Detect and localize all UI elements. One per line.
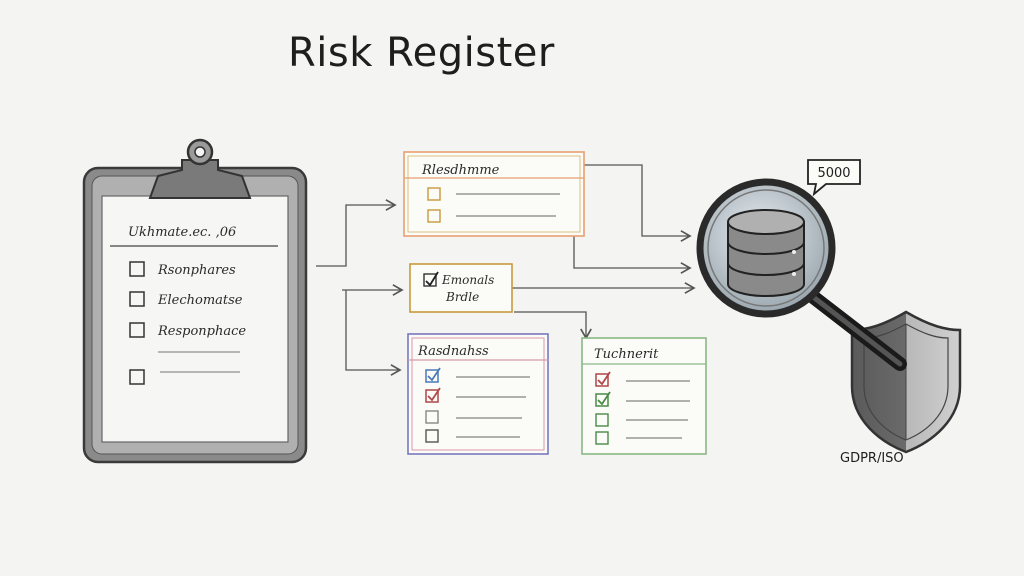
clipboard-clip-icon <box>148 138 252 199</box>
check-icon <box>427 387 441 402</box>
clipboard-item-1: Rsonphares <box>157 263 236 278</box>
check-icon <box>597 371 611 386</box>
card-top: Rlesdhmme <box>403 151 585 237</box>
clipboard-checkbox-3[interactable] <box>129 322 145 338</box>
check-icon <box>597 391 611 406</box>
card-bl-checkbox-4[interactable] <box>425 429 439 443</box>
card-middle: Emonals Brdle <box>409 263 513 313</box>
check-icon <box>427 367 441 382</box>
callout-value: 5000 <box>817 166 850 181</box>
clipboard-checkbox-1[interactable] <box>129 261 145 277</box>
card-br-checkbox-3[interactable] <box>595 413 609 427</box>
clipboard: Ukhmate.ec. ,06 Rsonphares Elechomatse R… <box>82 138 308 464</box>
card-top-title: Rlesdhmme <box>421 163 500 178</box>
card-br-checkbox-2[interactable] <box>595 393 609 407</box>
card-top-checkbox-1[interactable] <box>427 187 441 201</box>
connector-lines <box>316 164 696 376</box>
page-title: Risk Register <box>288 30 555 76</box>
card-middle-subtitle: Brdle <box>445 290 479 304</box>
card-bl-checkbox-1[interactable] <box>425 369 439 383</box>
card-middle-title: Emonals <box>441 273 494 287</box>
card-br-checkbox-4[interactable] <box>595 431 609 445</box>
card-bl-checkbox-3[interactable] <box>425 410 439 424</box>
card-br-checkbox-1[interactable] <box>595 373 609 387</box>
value-callout: 5000 <box>807 159 861 197</box>
card-top-checkbox-2[interactable] <box>427 209 441 223</box>
clipboard-item-2: Elechomatse <box>157 293 243 308</box>
shield-label: GDPR/ISO <box>840 451 904 466</box>
card-bottom-left: Rasdnahss <box>407 333 549 455</box>
clipboard-item-3: Responphace <box>157 324 246 339</box>
clipboard-checkbox-2[interactable] <box>129 291 145 307</box>
database-icon <box>727 209 805 297</box>
card-bl-checkbox-2[interactable] <box>425 389 439 403</box>
clipboard-checkbox-4[interactable] <box>129 369 145 385</box>
card-bottom-right: Tuchnerit <box>581 337 707 455</box>
clipboard-header: Ukhmate.ec. ,06 <box>128 225 236 240</box>
check-icon <box>425 271 439 287</box>
card-bottom-right-title: Tuchnerit <box>594 347 659 362</box>
card-bottom-left-title: Rasdnahss <box>417 344 489 359</box>
